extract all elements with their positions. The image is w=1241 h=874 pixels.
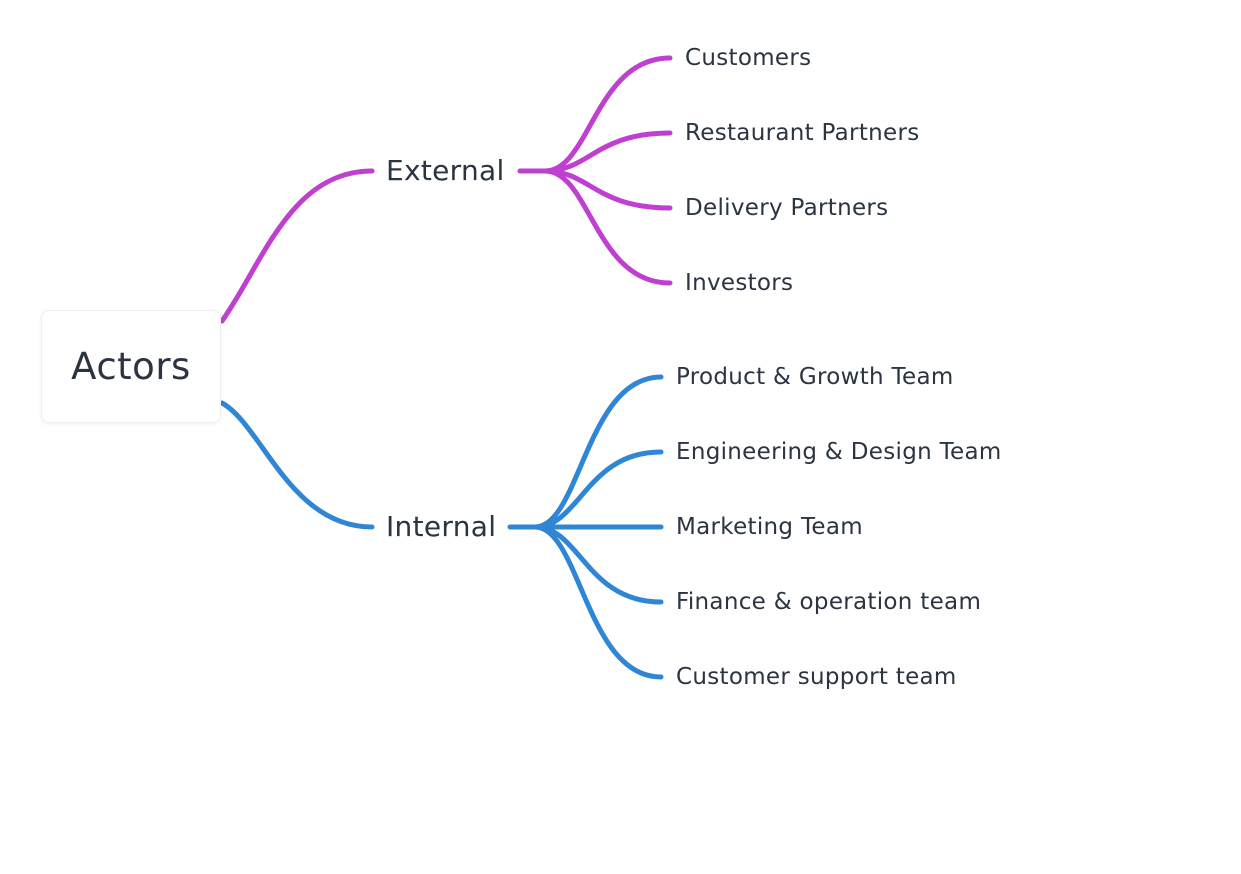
leaf-node-marketing-team[interactable]: Marketing Team — [676, 513, 863, 540]
connector-external-child-2 — [542, 130, 673, 174]
connector-external-child-4 — [542, 168, 673, 286]
leaf-node-customer-support-team[interactable]: Customer support team — [676, 663, 957, 690]
root-label: Actors — [71, 345, 191, 388]
leaf-node-product-growth-team[interactable]: Product & Growth Team — [676, 363, 954, 390]
leaf-node-engineering-design-team[interactable]: Engineering & Design Team — [676, 438, 1002, 465]
connector-root-external — [219, 168, 375, 324]
connector-internal-child-2 — [532, 449, 664, 530]
leaf-node-finance-operation-team[interactable]: Finance & operation team — [676, 588, 982, 615]
connector-internal-child-1 — [532, 374, 664, 530]
branch-node-external[interactable]: External — [386, 154, 505, 187]
branch-node-internal[interactable]: Internal — [386, 510, 497, 543]
leaf-node-delivery-partners[interactable]: Delivery Partners — [685, 194, 889, 221]
leaf-node-investors[interactable]: Investors — [685, 269, 794, 296]
connector-internal-child-5 — [532, 524, 664, 680]
connector-external-child-1 — [542, 55, 673, 174]
leaf-node-customers[interactable]: Customers — [685, 44, 812, 71]
leaf-node-restaurant-partners[interactable]: Restaurant Partners — [685, 119, 920, 146]
connector-root-internal — [219, 400, 375, 530]
root-node[interactable]: Actors — [41, 310, 221, 423]
